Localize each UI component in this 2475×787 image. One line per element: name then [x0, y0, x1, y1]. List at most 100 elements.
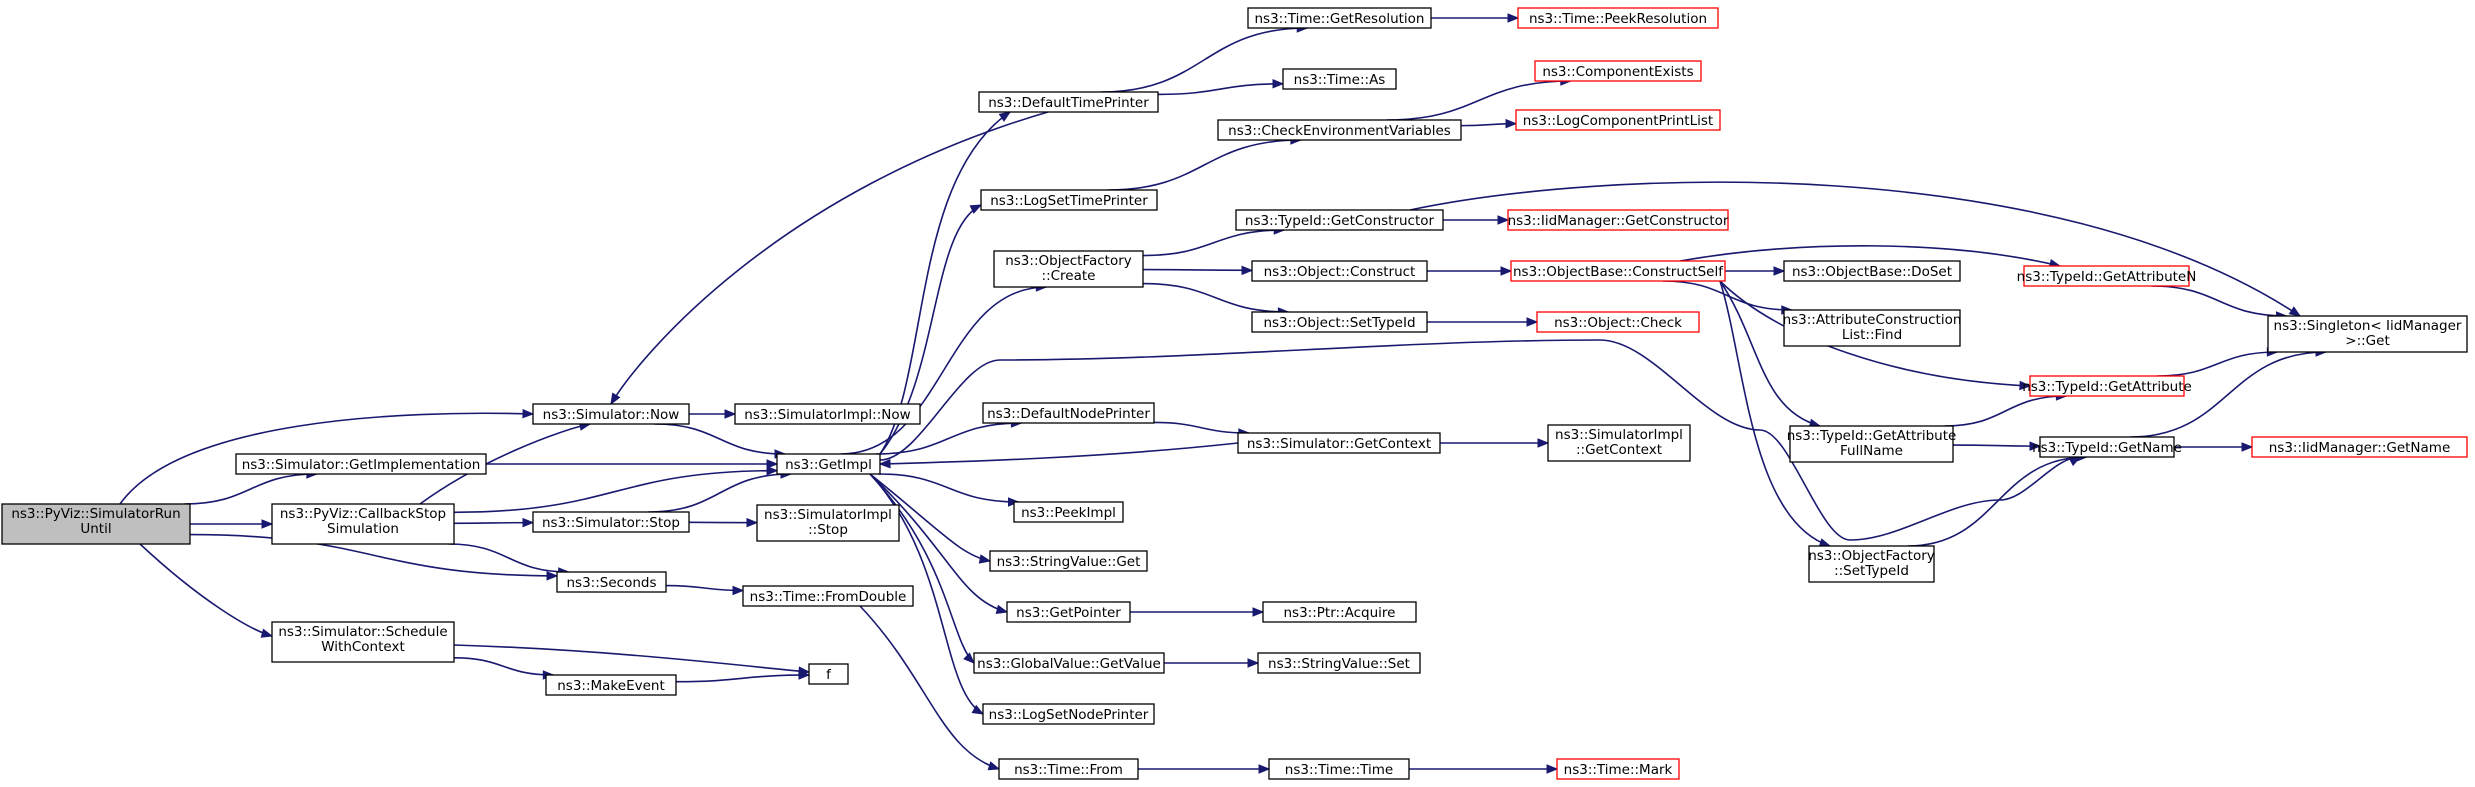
call-edge: [878, 473, 1020, 507]
node-box: [1534, 60, 1702, 82]
node-time-mark[interactable]: ns3::Time::Mark: [1556, 758, 1680, 780]
node-label: ns3::ObjectFactory: [1808, 548, 1935, 564]
node-objectbase-doset[interactable]: ns3::ObjectBase::DoSet: [1783, 260, 1961, 282]
node-label: ns3::ObjectFactory: [1005, 253, 1132, 269]
node-objfactory-settypeid[interactable]: ns3::ObjectFactory::SetTypeId: [1808, 545, 1935, 583]
node-label: ns3::PyViz::SimulatorRun: [11, 506, 180, 522]
arrowhead-icon: [1537, 438, 1550, 448]
edge-line: [453, 656, 554, 676]
node-box: [2267, 315, 2468, 353]
node-label: ns3::LogSetNodePrinter: [989, 707, 1149, 723]
node-time-as[interactable]: ns3::Time::As: [1282, 68, 1397, 90]
node-label: WithContext: [321, 639, 405, 655]
node-logsetnodeprinter[interactable]: ns3::LogSetNodePrinter: [982, 703, 1155, 725]
node-time-fromdouble[interactable]: ns3::Time::FromDouble: [742, 585, 914, 607]
node-label: ns3::ComponentExists: [1542, 64, 1693, 80]
node-logcompprintlist[interactable]: ns3::LogComponentPrintList: [1515, 109, 1721, 131]
node-objectbase-constructself[interactable]: ns3::ObjectBase::ConstructSelf: [1510, 260, 1726, 282]
node-label: ns3::Singleton< IidManager: [2274, 318, 2462, 334]
node-time-peekresolution[interactable]: ns3::Time::PeekResolution: [1517, 7, 1719, 29]
node-label: ns3::Simulator::GetImplementation: [242, 457, 481, 473]
call-edge: [139, 543, 274, 638]
node-box: [1556, 758, 1680, 780]
node-label: ns3::Ptr::Acquire: [1284, 605, 1396, 621]
edge-line: [879, 339, 2081, 541]
node-time-from[interactable]: ns3::Time::From: [998, 758, 1139, 780]
node-typeid-getname[interactable]: ns3::TypeId::GetName: [2032, 436, 2182, 458]
node-makeevent[interactable]: ns3::MakeEvent: [545, 674, 677, 696]
node-simimpl-getcontext[interactable]: ns3::SimulatorImpl::GetContext: [1547, 424, 1691, 462]
edge-line: [648, 473, 792, 513]
edge-line: [2130, 351, 2327, 438]
node-ptr-acquire[interactable]: ns3::Ptr::Acquire: [1262, 601, 1417, 623]
node-sim-now[interactable]: ns3::Simulator::Now: [532, 403, 690, 425]
node-componentexists[interactable]: ns3::ComponentExists: [1534, 60, 1702, 82]
node-logsettimeprinter[interactable]: ns3::LogSetTimePrinter: [980, 189, 1158, 211]
node-checkenvvars[interactable]: ns3::CheckEnvironmentVariables: [1217, 119, 1462, 141]
node-seconds[interactable]: ns3::Seconds: [556, 571, 667, 593]
edge-line: [879, 442, 1239, 465]
node-singleton-get[interactable]: ns3::Singleton< IidManager>::Get: [2267, 315, 2468, 353]
arrowhead-icon: [746, 517, 759, 528]
node-objfactory-create[interactable]: ns3::ObjectFactory::Create: [993, 250, 1144, 288]
node-sim-getimpl[interactable]: ns3::Simulator::GetImplementation: [235, 453, 487, 475]
node-time-getresolution[interactable]: ns3::Time::GetResolution: [1247, 7, 1432, 29]
node-box: [1251, 260, 1428, 282]
node-label: List::Find: [1842, 327, 1902, 343]
node-getpointer[interactable]: ns3::GetPointer: [1006, 601, 1131, 623]
node-box: [271, 503, 455, 545]
arrowhead-icon: [1497, 215, 1510, 225]
arrowhead-icon: [963, 652, 975, 664]
node-box: [1536, 311, 1700, 333]
call-edge: [1427, 317, 1539, 327]
node-label: FullName: [1840, 443, 1903, 459]
node-box: [734, 403, 921, 425]
node-label: ns3::ObjectBase::ConstructSelf: [1513, 264, 1724, 280]
arrowhead-icon: [1258, 764, 1271, 774]
node-box: [1268, 758, 1410, 780]
node-sim-getcontext[interactable]: ns3::Simulator::GetContext: [1237, 432, 1441, 454]
node-label: ns3::DefaultTimePrinter: [988, 95, 1149, 111]
node-typeid-getattributen[interactable]: ns3::TypeId::GetAttributeN: [2017, 265, 2197, 287]
node-object-construct[interactable]: ns3::Object::Construct: [1251, 260, 1428, 282]
node-label: ns3::TypeId::GetAttribute: [1787, 428, 1957, 444]
node-object-check[interactable]: ns3::Object::Check: [1536, 311, 1700, 333]
node-label: ns3::TypeId::GetName: [2032, 440, 2182, 456]
node-peekimpl[interactable]: ns3::PeekImpl: [1013, 501, 1124, 523]
node-f[interactable]: f: [808, 663, 849, 685]
edge-line: [1952, 444, 2041, 447]
node-object-settypeid[interactable]: ns3::Object::SetTypeId: [1251, 311, 1428, 333]
call-edge: [453, 465, 779, 514]
node-globalvalue-getvalue[interactable]: ns3::GlobalValue::GetValue: [973, 652, 1165, 674]
node-box: [776, 453, 881, 475]
node-iidmanager-getconstructor[interactable]: ns3::IidManager::GetConstructor: [1507, 209, 1729, 231]
node-typeid-getattribute[interactable]: ns3::TypeId::GetAttribute: [2022, 375, 2192, 397]
call-edge: [453, 644, 811, 676]
node-defnodeprinter[interactable]: ns3::DefaultNodePrinter: [982, 402, 1155, 424]
node-box: [1282, 68, 1397, 90]
arrowhead-icon: [2241, 442, 2254, 452]
call-edge: [1142, 265, 1254, 276]
node-stringvalue-set[interactable]: ns3::StringValue::Set: [1257, 652, 1421, 674]
call-edge: [1164, 658, 1260, 668]
node-iidmanager-getname[interactable]: ns3::IidManager::GetName: [2251, 436, 2468, 458]
edge-line: [840, 286, 1047, 455]
node-typeid-getconstructor[interactable]: ns3::TypeId::GetConstructor: [1235, 209, 1444, 231]
node-label: ns3::AttributeConstruction: [1783, 312, 1962, 328]
node-box: [1783, 260, 1961, 282]
node-simimpl-stop[interactable]: ns3::SimulatorImpl::Stop: [756, 504, 900, 542]
node-getimpl[interactable]: ns3::GetImpl: [776, 453, 881, 475]
call-edge: [1440, 438, 1550, 448]
node-time-time[interactable]: ns3::Time::Time: [1268, 758, 1410, 780]
node-stringvalue-get[interactable]: ns3::StringValue::Get: [989, 550, 1148, 572]
node-deftimeprinter[interactable]: ns3::DefaultTimePrinter: [978, 91, 1159, 113]
node-sim-stop[interactable]: ns3::Simulator::Stop: [532, 511, 690, 533]
arrowhead-icon: [260, 628, 274, 638]
node-label: ns3::PeekImpl: [1021, 505, 1116, 521]
node-simimpl-now[interactable]: ns3::SimulatorImpl::Now: [734, 403, 921, 425]
